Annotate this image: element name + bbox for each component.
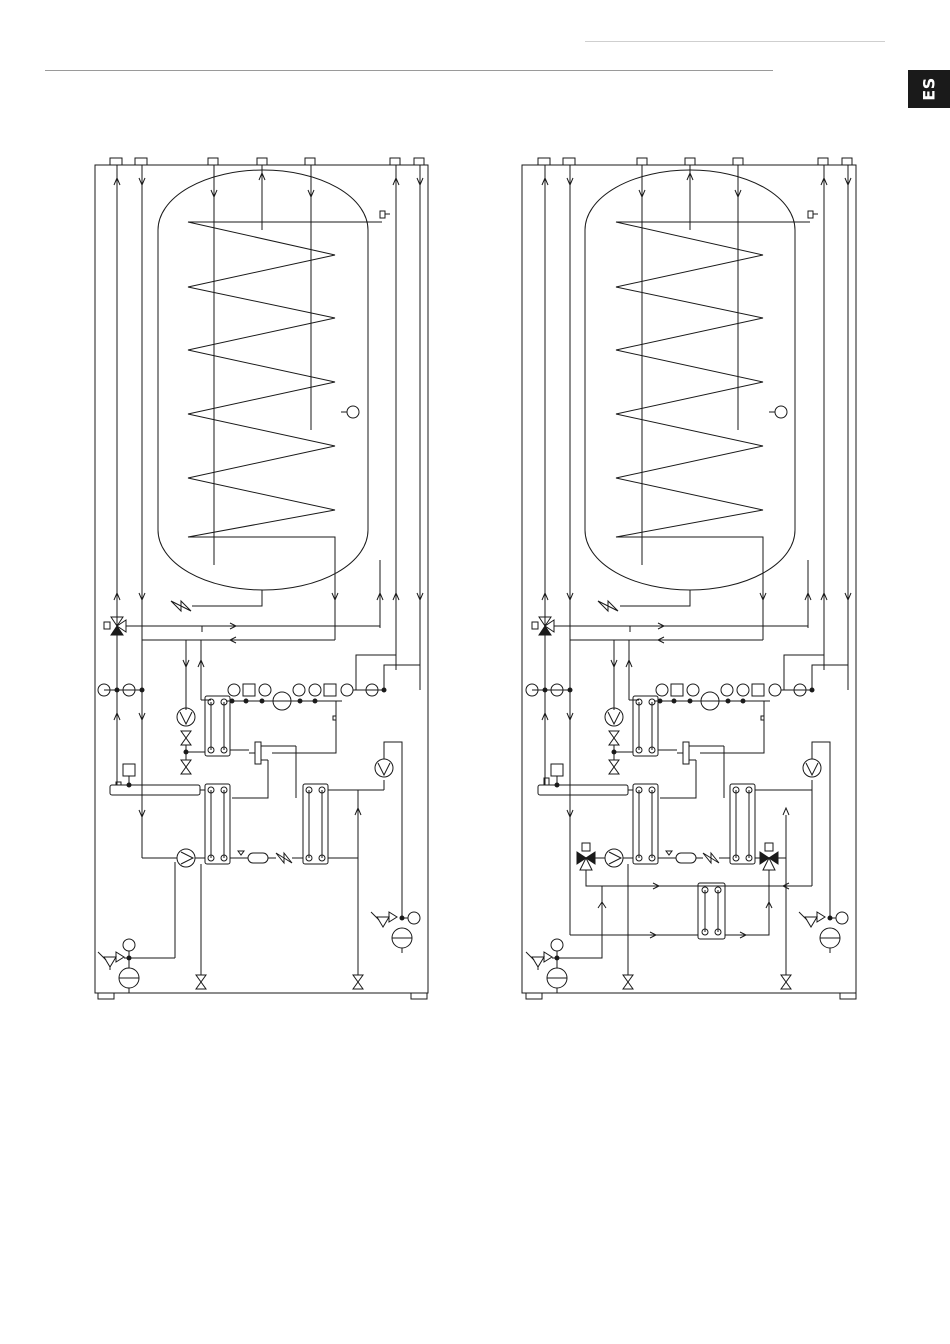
shutoff-valve-icon	[623, 975, 791, 989]
filter-drier	[676, 853, 696, 863]
expansion-vessel-icon	[547, 968, 567, 988]
three-way-valve-icon	[577, 843, 595, 870]
top-connections	[538, 158, 852, 165]
pressure-gauge-icon	[687, 684, 699, 696]
plate-heat-exchanger-icon	[698, 883, 725, 939]
foot-left	[526, 993, 542, 999]
refrigerant-distributor	[683, 742, 689, 764]
pressure-gauge-icon	[656, 684, 668, 696]
plate-heat-exchanger-icon	[730, 784, 755, 864]
tank-heat-exchanger-coil-icon	[616, 222, 810, 640]
shutoff-valve-icon	[703, 853, 719, 863]
plate-heat-exchanger-icon	[633, 784, 658, 864]
pressure-switch	[671, 684, 683, 696]
safety-valve-icon	[799, 912, 825, 927]
shutoff-valve-icon	[598, 601, 618, 611]
plate-heat-exchanger-icon	[633, 696, 658, 756]
storage-tank	[585, 170, 795, 590]
safety-valve-icon	[526, 952, 552, 970]
expansion-vessel-icon	[820, 928, 840, 948]
pressure-gauge-icon	[551, 939, 563, 951]
temperature-sensor-icon	[836, 912, 848, 924]
foot-right	[840, 993, 856, 999]
shutoff-valve-icon	[609, 731, 619, 745]
three-way-valve-icon	[532, 617, 554, 635]
temperature-sensor-icon	[775, 406, 787, 418]
shutoff-valve-icon	[609, 760, 619, 774]
cabinet-outline	[522, 165, 856, 993]
three-way-valve-icon	[760, 843, 778, 870]
temperature-sensor-icon	[808, 211, 813, 218]
electric-heater	[538, 785, 628, 795]
